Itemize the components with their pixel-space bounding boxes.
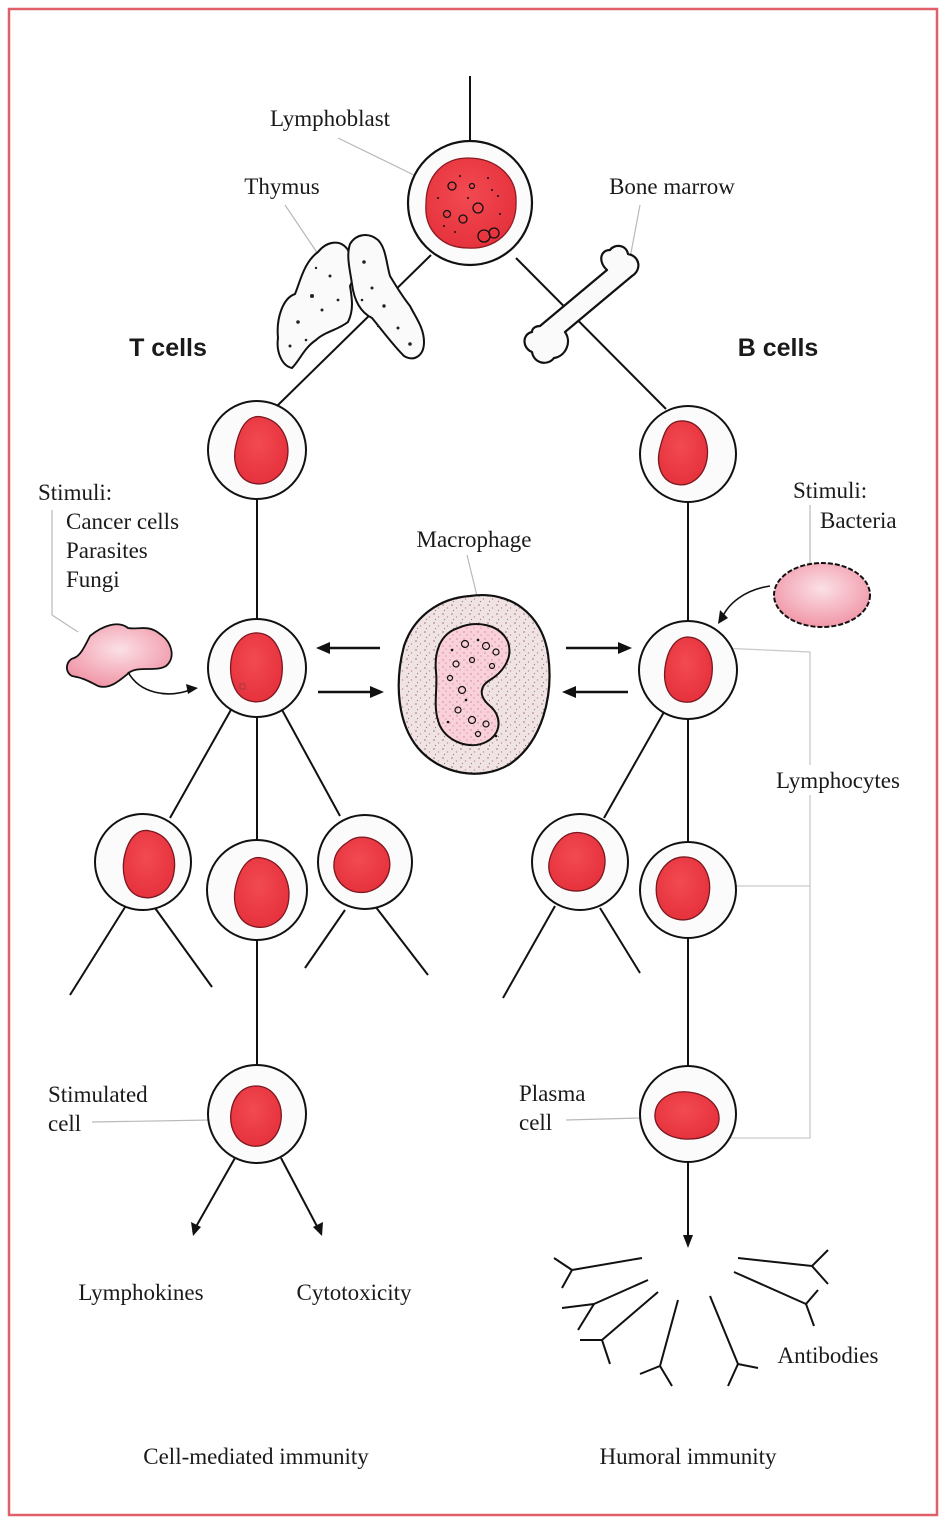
cell-t-branch-middle [207, 840, 307, 940]
lymphokines-label: Lymphokines [78, 1280, 203, 1305]
bacteria-stimulus-icon [718, 563, 870, 627]
cell-b-branch-right [640, 842, 736, 938]
cell-t-branch-right [318, 815, 412, 909]
stimulated-label: Stimulated [48, 1082, 148, 1107]
stimuli-left-label: Stimuli: [38, 480, 112, 505]
cytotoxicity-label: Cytotoxicity [297, 1280, 413, 1305]
arrow-left-icon [316, 642, 330, 654]
parasites-label: Parasites [66, 538, 148, 563]
antibodies-label: Antibodies [778, 1343, 879, 1368]
plasma-cell-label: cell [519, 1110, 552, 1135]
lymphocytes-label: Lymphocytes [776, 768, 900, 793]
cell-plasma [640, 1066, 736, 1162]
fungi-label: Fungi [66, 567, 120, 592]
macrophage-label: Macrophage [417, 527, 532, 552]
bone-icon [525, 246, 639, 363]
cell-t-stimulated [208, 1065, 306, 1163]
cell-lymphoblast [408, 141, 532, 265]
arrow-left-icon [562, 686, 576, 698]
b-cells-heading: B cells [738, 334, 819, 362]
cell-t-stimulus [208, 619, 306, 717]
cell-b-stimulus [639, 621, 737, 719]
arrow-right-icon [618, 642, 632, 654]
thymus-label: Thymus [244, 174, 319, 199]
thymus-icon [278, 235, 424, 368]
cell-b-1 [640, 406, 736, 502]
bacteria-label: Bacteria [820, 508, 897, 533]
stimulated-cell-label: cell [48, 1111, 81, 1136]
stimuli-right-label: Stimuli: [793, 478, 867, 503]
cell-t-1 [208, 401, 306, 499]
arrowheads [191, 1222, 693, 1248]
lymphoblast-label: Lymphoblast [270, 106, 391, 131]
bone-marrow-label: Bone marrow [609, 174, 735, 199]
plasma-label: Plasma [519, 1081, 585, 1106]
cancer-cells-label: Cancer cells [66, 509, 179, 534]
fungi-stimulus-icon [67, 624, 198, 694]
cell-mediated-immunity-label: Cell-mediated immunity [143, 1444, 369, 1469]
arrow-right-icon [370, 686, 384, 698]
humoral-immunity-label: Humoral immunity [600, 1444, 777, 1469]
t-cells-heading: T cells [129, 334, 207, 362]
macrophage-cell [399, 595, 550, 774]
cell-b-branch-left [532, 814, 628, 910]
cell-t-branch-left [95, 814, 191, 910]
